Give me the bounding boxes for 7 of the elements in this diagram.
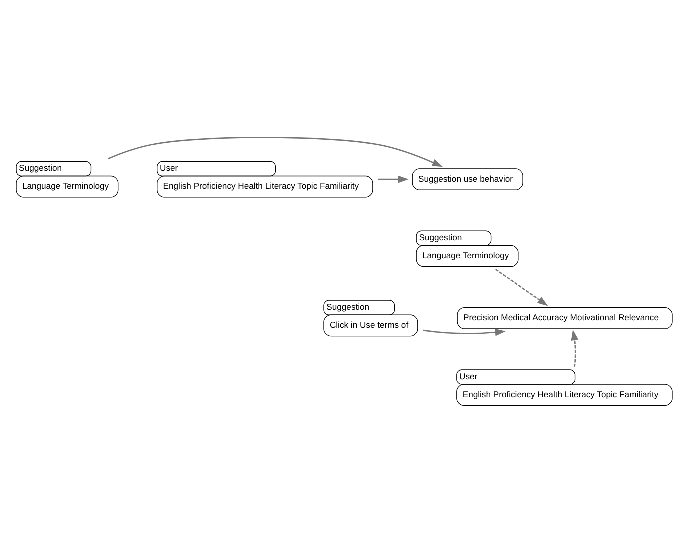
arrow — [571, 330, 579, 368]
arrow — [108, 137, 444, 168]
node-box: Suggestion use behavior — [412, 168, 524, 190]
arrow — [496, 269, 548, 306]
arrow — [378, 176, 409, 184]
arrow — [423, 328, 506, 336]
node-box: Precision Medical Accuracy Motivational Relevance — [457, 308, 673, 330]
